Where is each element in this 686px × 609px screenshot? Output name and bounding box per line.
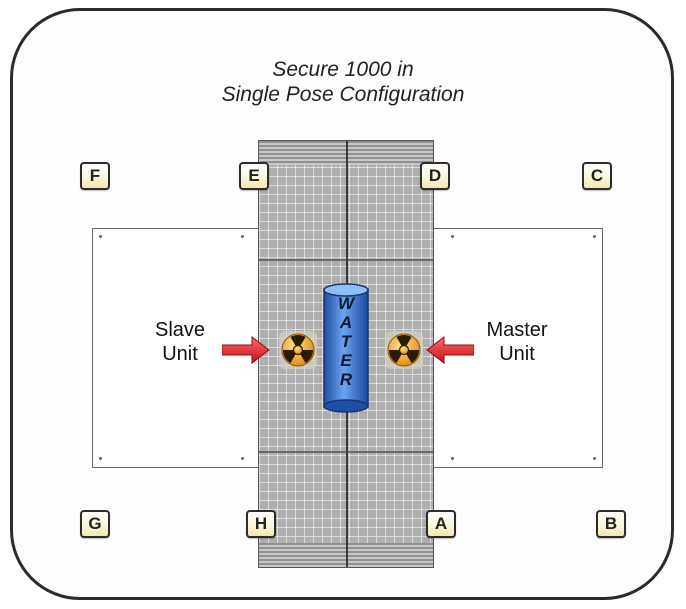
master-unit-panel [428, 228, 603, 468]
water-letter: A [339, 313, 353, 332]
position-label-e: E [239, 162, 269, 190]
water-letter: E [340, 351, 352, 370]
position-label-c: C [582, 162, 612, 190]
water-tank-icon [323, 283, 369, 413]
water-letter: T [340, 332, 352, 351]
diagram-title-line1: Secure 1000 in [272, 58, 414, 81]
master-unit-label-line1: Master [486, 319, 548, 341]
position-label-g: G [80, 510, 110, 538]
slave-unit-label-line2: Unit [162, 343, 198, 365]
radiation-icon-slave [279, 331, 317, 369]
diagram-title-line2: Single Pose Configuration [221, 83, 465, 106]
master-unit-label: Master Unit [472, 318, 562, 366]
position-label-h: H [246, 510, 276, 538]
position-label-f: F [80, 162, 110, 190]
position-label-b: B [596, 510, 626, 538]
radiation-icon-master [385, 331, 423, 369]
slave-unit-label-line1: Slave [154, 319, 206, 341]
master-unit-label-line2: Unit [499, 343, 535, 365]
water-letter: W [337, 294, 355, 313]
red-arrow-icon-left [426, 336, 474, 364]
slave-unit-label: Slave Unit [140, 318, 220, 366]
water-letter: R [339, 370, 353, 389]
position-label-d: D [420, 162, 450, 190]
position-label-a: A [426, 510, 456, 538]
water-label: W A T E R [322, 294, 370, 389]
red-arrow-icon-right [222, 336, 270, 364]
